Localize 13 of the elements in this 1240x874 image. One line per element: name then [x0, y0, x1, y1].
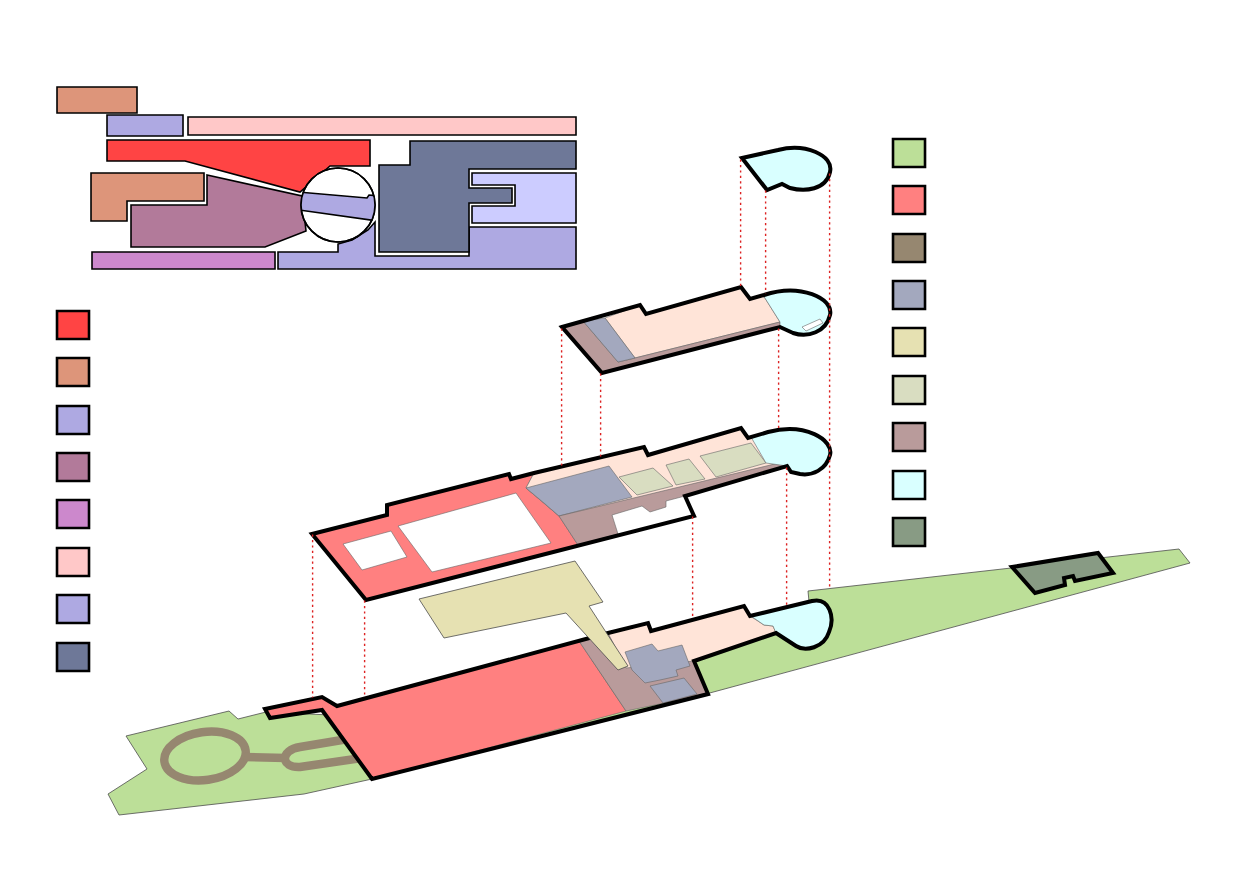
site-plan — [107, 548, 1191, 816]
projection-line — [311, 533, 314, 699]
projection-line — [828, 453, 831, 589]
plan-layer — [740, 146, 833, 192]
projection-line — [599, 372, 602, 458]
projection-line — [785, 466, 788, 607]
projection-line — [764, 189, 767, 295]
plan-layer — [560, 285, 833, 375]
projection-line — [828, 172, 831, 316]
projection-line — [739, 158, 742, 288]
projection-line — [777, 327, 780, 431]
projection-line — [560, 327, 563, 467]
projection-line — [363, 599, 366, 698]
